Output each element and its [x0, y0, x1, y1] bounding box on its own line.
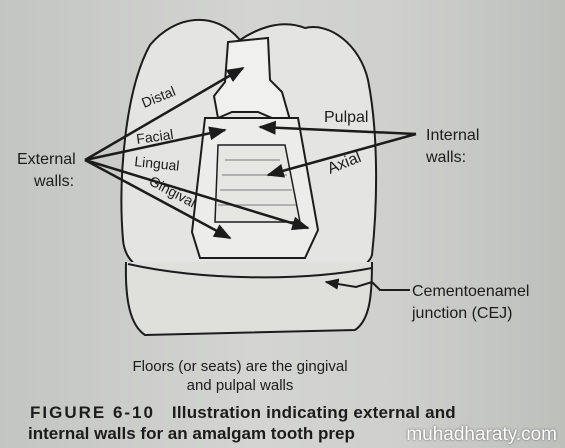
label-cej-2: junction (CEJ): [411, 305, 512, 322]
internal-walls-arrows: [258, 120, 417, 178]
label-external-walls-1: External: [17, 151, 76, 168]
figure-caption-line-1: FIGURE 6-10 Illustration indicating exte…: [30, 403, 456, 423]
cej-arrow: [324, 278, 410, 291]
external-walls-arrows: [84, 66, 310, 240]
occlusal-preparation: [212, 36, 292, 122]
label-cej-1: Cementoenamel: [412, 283, 529, 300]
label-external-walls-2: walls:: [33, 173, 74, 190]
figure-number: FIGURE 6-10: [30, 403, 155, 422]
floors-note-line-2: and pulpal walls: [186, 377, 294, 394]
floors-note: Floors (or seats) are the gingival and p…: [110, 357, 370, 395]
label-pulpal: Pulpal: [324, 109, 368, 126]
label-internal-walls-2: walls:: [425, 149, 466, 166]
label-lingual: Lingual: [134, 153, 181, 174]
caption-text-1: Illustration indicating external and: [171, 403, 456, 422]
figure-caption-line-2: internal walls for an amalgam tooth prep: [28, 424, 355, 443]
tooth-root: [124, 261, 373, 337]
axial-wall-area: [214, 144, 301, 223]
label-facial: Facial: [135, 126, 174, 147]
floors-note-line-1: Floors (or seats) are the gingival: [132, 358, 348, 375]
label-internal-walls-1: Internal: [426, 127, 479, 144]
cej-line: [127, 263, 373, 279]
watermark: muhadharaty.com: [406, 424, 557, 445]
